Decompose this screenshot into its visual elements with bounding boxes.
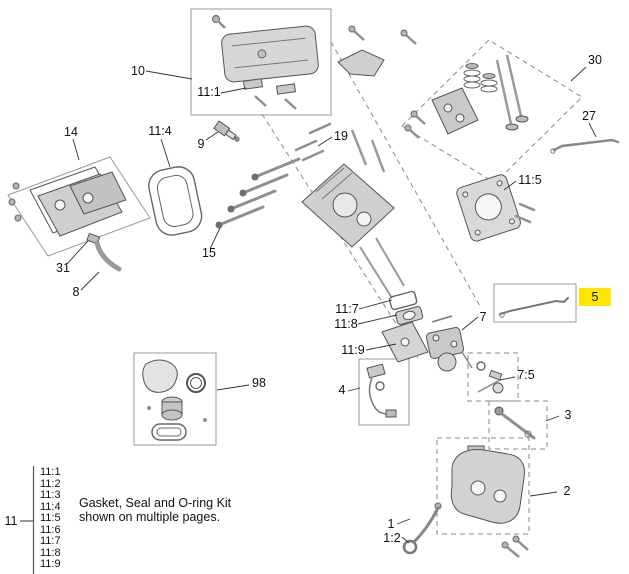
leader-line <box>358 299 393 310</box>
callout-11-8[interactable]: 11:8 <box>334 317 357 331</box>
leader-line <box>461 316 479 331</box>
callout-11-9[interactable]: 11:9 <box>341 343 364 357</box>
callout-3[interactable]: 3 <box>565 408 572 422</box>
part-bolt-3 <box>494 406 536 440</box>
group-box-30 <box>401 39 583 184</box>
legend-item-11-3: 11:3 <box>40 489 61 501</box>
callout-labels: 10 11:1 9 14 11:4 19 30 27 11:5 31 8 15 … <box>56 53 611 545</box>
callout-1[interactable]: 1 <box>388 517 395 531</box>
callout-11-4[interactable]: 11:4 <box>148 124 171 138</box>
callout-9[interactable]: 9 <box>198 137 205 151</box>
leader-line <box>220 87 247 94</box>
callout-7[interactable]: 7 <box>480 310 487 324</box>
part-dipstick <box>402 502 442 555</box>
part-push-rod <box>550 138 620 154</box>
part-oil-sensor <box>366 363 397 418</box>
callout-1-2[interactable]: 1:2 <box>383 531 400 545</box>
legend-item-11-5: 11:5 <box>40 512 61 524</box>
callout-4[interactable]: 4 <box>339 383 346 397</box>
callout-5-highlight[interactable] <box>579 288 611 306</box>
group-box-7-5 <box>467 352 519 402</box>
leader-line <box>357 314 398 325</box>
leader-line <box>145 70 193 80</box>
callout-11-5[interactable]: 11:5 <box>518 173 541 187</box>
part-side-plate <box>456 174 536 242</box>
box-sensor <box>358 358 410 426</box>
part-cylinder-head <box>301 129 405 299</box>
group-dash-line <box>330 41 481 307</box>
leader-lines <box>66 66 597 544</box>
detail-boxes <box>7 8 577 446</box>
callout-2[interactable]: 2 <box>564 484 571 498</box>
legend-item-11-2: 11:2 <box>40 478 61 490</box>
leader-line <box>205 131 219 141</box>
callout-98[interactable]: 98 <box>252 376 266 390</box>
part-breather-kit <box>142 359 207 441</box>
callout-11-7[interactable]: 11:7 <box>335 302 358 316</box>
part-muffler <box>212 15 319 110</box>
legend-note-line2: shown on multiple pages. <box>79 510 220 524</box>
part-carb-kit <box>476 361 504 394</box>
part-spark-plug <box>213 120 240 142</box>
callout-5[interactable]: 5 <box>592 290 599 304</box>
legend-kit-11: 11 11:1 11:2 11:3 11:4 11:5 11:6 11:7 11… <box>5 466 232 574</box>
part-breather-tube <box>86 232 122 272</box>
leader-line <box>80 271 100 291</box>
legend-item-11-6: 11:6 <box>40 524 61 536</box>
callout-30[interactable]: 30 <box>588 53 602 67</box>
callout-14[interactable]: 14 <box>64 125 78 139</box>
leader-line <box>160 138 171 168</box>
leader-line <box>209 227 221 250</box>
legend-group-ref: 11 <box>5 514 18 528</box>
box-intake-plate <box>7 156 151 257</box>
legend-item-11-7: 11:7 <box>40 535 61 547</box>
legend-item-11-9: 11:9 <box>40 558 61 570</box>
callout-31[interactable]: 31 <box>56 261 70 275</box>
callout-19[interactable]: 19 <box>334 129 348 143</box>
part-carburetor-stack <box>381 290 473 372</box>
callout-15[interactable]: 15 <box>202 246 216 260</box>
box-muffler <box>190 8 332 116</box>
leader-line <box>570 66 587 82</box>
part-valve-train <box>404 54 529 139</box>
callout-27[interactable]: 27 <box>582 109 596 123</box>
leader-line <box>401 536 410 544</box>
box-breather-kit <box>133 352 217 446</box>
part-head-bolts <box>215 157 301 229</box>
legend-item-11-4: 11:4 <box>40 501 61 513</box>
callout-10[interactable]: 10 <box>131 64 145 78</box>
part-air-cleaner <box>450 445 529 558</box>
part-intake-plate <box>8 166 127 237</box>
group-outlines <box>261 39 583 535</box>
legend-item-11-1: 11:1 <box>40 466 61 478</box>
leader-line <box>499 376 516 381</box>
box-governor-link <box>493 283 577 323</box>
legend-item-11-8: 11:8 <box>40 547 61 559</box>
leader-line <box>317 136 333 147</box>
part-exhaust-shield <box>337 25 417 77</box>
callout-8[interactable]: 8 <box>73 285 80 299</box>
callout-7-5[interactable]: 7:5 <box>517 368 534 382</box>
part-governor-link <box>499 297 569 318</box>
leader-line <box>216 384 250 391</box>
part-gasket-11-4 <box>148 166 203 236</box>
group-box-3 <box>488 400 548 450</box>
leader-line <box>396 518 411 525</box>
leader-line <box>66 240 89 265</box>
leader-line <box>503 180 517 191</box>
legend-note-line1: Gasket, Seal and O-ring Kit <box>79 496 232 510</box>
callout-11-1[interactable]: 11:1 <box>197 85 220 99</box>
leader-line <box>588 122 597 138</box>
leader-line <box>529 491 558 497</box>
leader-line <box>365 343 397 351</box>
leader-line <box>347 387 361 392</box>
group-box-2 <box>436 437 530 535</box>
part-studs-19 <box>294 122 332 162</box>
leader-line <box>545 415 560 422</box>
leader-line <box>72 138 80 161</box>
